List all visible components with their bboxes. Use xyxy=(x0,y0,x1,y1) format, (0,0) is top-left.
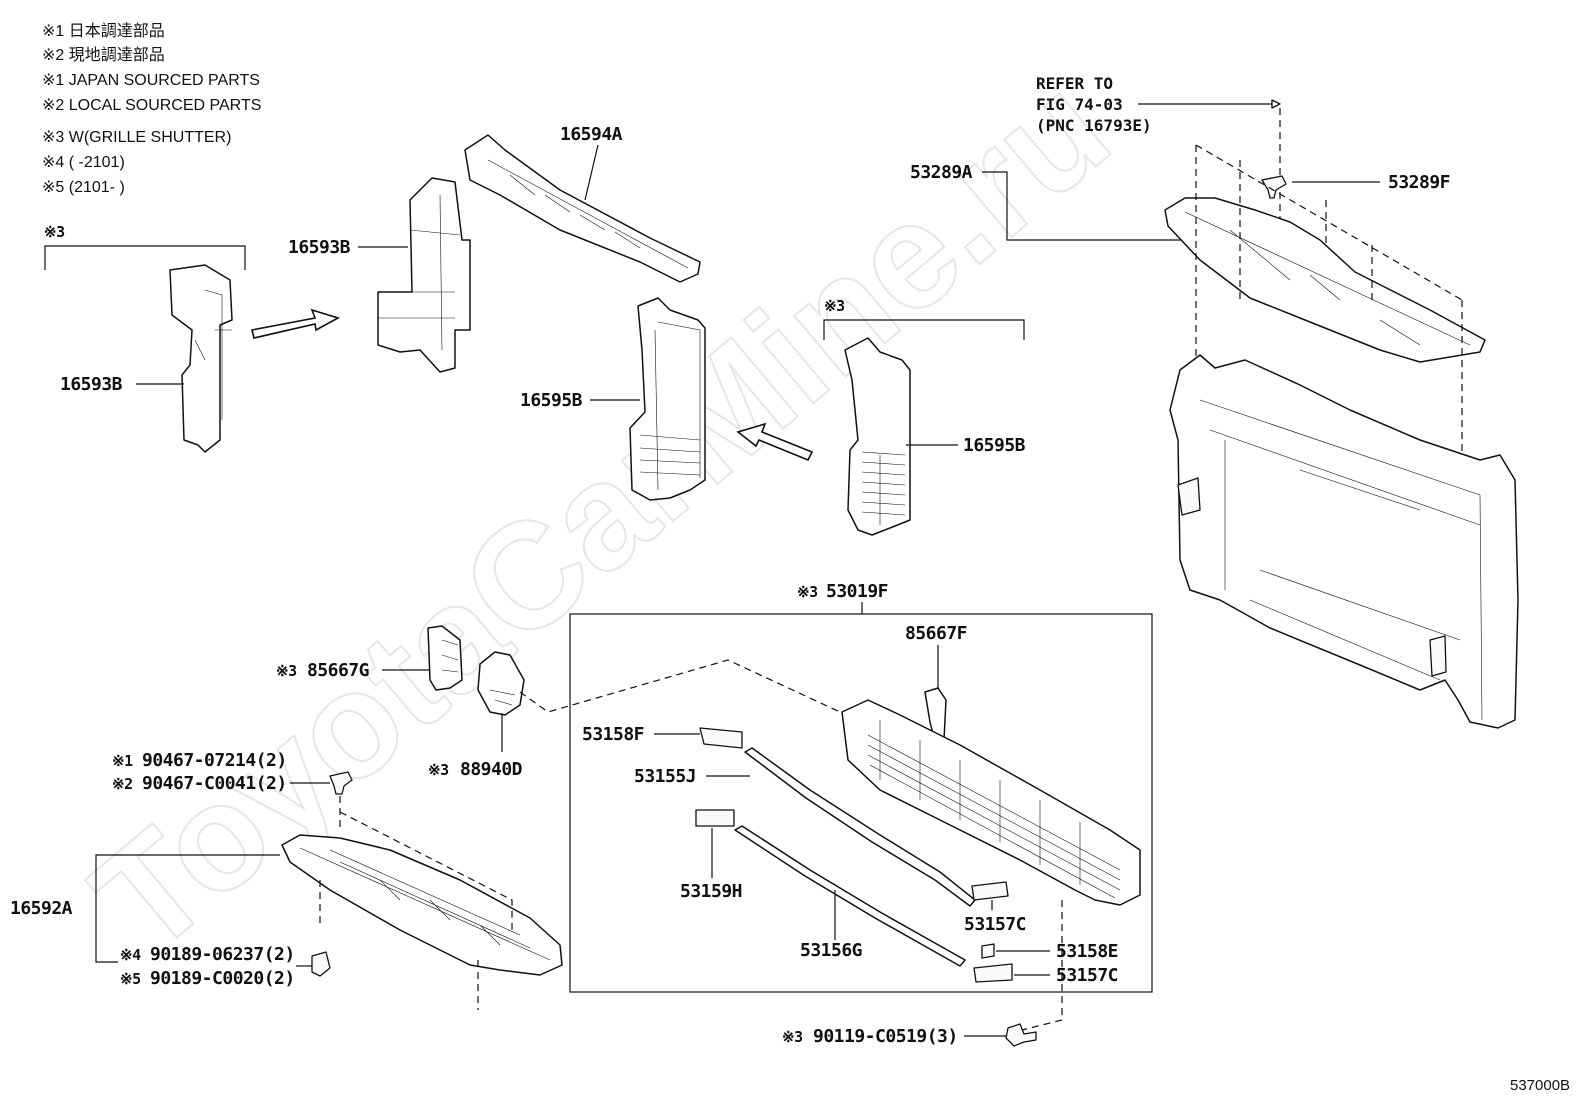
mark-3: ※3 xyxy=(44,223,65,241)
part-16592A[interactable] xyxy=(281,834,563,976)
note-6: ※4 ( -2101) xyxy=(42,154,125,171)
watermark: ToyotaCarMine.ru xyxy=(63,43,1139,984)
group-90119: ※3 90119-C0519(3) xyxy=(782,1023,1037,1047)
label-16595B-b: 16595B xyxy=(963,435,1026,456)
part-53289F-clip[interactable] xyxy=(1261,175,1287,199)
part-53158E[interactable] xyxy=(981,943,995,959)
part-16593B-shutter[interactable] xyxy=(169,264,233,453)
mark-5: ※5 xyxy=(120,970,141,988)
part-16595B-shutter[interactable] xyxy=(844,337,911,536)
mark-2: ※2 xyxy=(112,775,133,793)
part-53159H[interactable] xyxy=(695,809,735,827)
mark-3b: ※3 xyxy=(824,297,845,315)
assembly-box xyxy=(569,613,1153,993)
arrow-right-icon xyxy=(251,308,341,339)
label-16593B-b: 16593B xyxy=(288,237,351,258)
mark-3f: ※3 xyxy=(782,1028,803,1046)
label-16592A: 16592A xyxy=(10,898,73,919)
label-90467-1: 90467-07214(2) xyxy=(142,750,287,771)
label-90119: 90119-C0519(3) xyxy=(813,1026,958,1047)
group-16594A: 16594A xyxy=(464,124,701,283)
part-53156G[interactable] xyxy=(734,825,966,967)
note-2: ※2 現地調達部品 xyxy=(42,46,165,64)
note-4: ※2 LOCAL SOURCED PARTS xyxy=(42,97,261,114)
part-16595B[interactable] xyxy=(629,297,706,501)
refer-line-1: REFER TO xyxy=(1036,74,1113,93)
note-1: ※1 日本調達部品 xyxy=(42,22,165,40)
label-53289A: 53289A xyxy=(910,162,973,183)
label-53156G: 53156G xyxy=(800,940,862,961)
refer-line-3: (PNC 16793E) xyxy=(1036,116,1152,135)
group-16592A: ※1 90467-07214(2) ※2 90467-C0041(2) 1659… xyxy=(10,750,563,1010)
part-53157C-a[interactable] xyxy=(971,881,1009,901)
note-5: ※3 W(GRILLE SHUTTER) xyxy=(42,129,231,146)
mark-3d: ※3 xyxy=(428,761,449,779)
mark-3e: ※3 xyxy=(797,583,818,601)
label-90189-4: 90189-06237(2) xyxy=(150,944,295,965)
group-sensors: ※3 85667G ※3 88940D xyxy=(276,625,841,780)
label-53158F: 53158F xyxy=(582,724,644,745)
part-53289A[interactable] xyxy=(1164,197,1486,363)
label-53289F: 53289F xyxy=(1388,172,1450,193)
group-16593B-shutter: ※3 16593B xyxy=(44,223,246,453)
arrow-left-icon xyxy=(736,422,814,462)
part-85667G[interactable] xyxy=(427,625,463,691)
part-88940D[interactable] xyxy=(477,651,525,716)
figure-code: 537000B xyxy=(1510,1077,1570,1094)
label-88940D: 88940D xyxy=(460,759,523,780)
note-7: ※5 (2101- ) xyxy=(42,179,125,196)
label-53157C-b: 53157C xyxy=(1056,965,1118,986)
part-16593B[interactable] xyxy=(377,177,471,373)
label-16595B-a: 16595B xyxy=(520,390,583,411)
part-16594A[interactable] xyxy=(464,134,701,283)
mark-4: ※4 xyxy=(120,946,141,964)
label-90467-2: 90467-C0041(2) xyxy=(142,773,287,794)
part-53157C-b[interactable] xyxy=(973,963,1013,983)
group-53019F: ※3 53019F 85667F 53158F 53155J 53159H 53… xyxy=(569,581,1153,1031)
label-53157C-a: 53157C xyxy=(964,914,1026,935)
group-53289A: REFER TO FIG 74-03 (PNC 16793E) 53289A 5… xyxy=(910,74,1519,729)
refer-line-2: FIG 74-03 xyxy=(1036,95,1123,114)
label-85667G: 85667G xyxy=(307,660,369,681)
part-90119-bolt[interactable] xyxy=(1005,1023,1037,1047)
label-53155J: 53155J xyxy=(634,766,696,787)
label-53159H: 53159H xyxy=(680,881,742,902)
group-16595B-shutter: ※3 16595B xyxy=(823,297,1026,536)
mark-3c: ※3 xyxy=(276,662,297,680)
note-3: ※1 JAPAN SOURCED PARTS xyxy=(42,72,260,89)
label-90189-5: 90189-C0020(2) xyxy=(150,968,295,989)
part-53158F[interactable] xyxy=(699,727,743,749)
part-radiator-support[interactable] xyxy=(1169,354,1519,729)
mark-1: ※1 xyxy=(112,752,133,770)
part-90189-clip[interactable] xyxy=(311,951,331,977)
part-90467-clip[interactable] xyxy=(329,771,353,795)
group-16593B: 16593B xyxy=(288,177,471,373)
label-53158E: 53158E xyxy=(1056,941,1118,962)
part-shutter-assembly[interactable] xyxy=(841,699,1141,906)
label-53019F: 53019F xyxy=(826,581,888,602)
group-16595B: 16595B xyxy=(520,297,706,501)
label-16594A: 16594A xyxy=(560,124,623,145)
label-85667F: 85667F xyxy=(905,623,967,644)
legend-notes: ※1 日本調達部品 ※2 現地調達部品 ※1 JAPAN SOURCED PAR… xyxy=(42,22,261,196)
label-16593B-a: 16593B xyxy=(60,374,123,395)
